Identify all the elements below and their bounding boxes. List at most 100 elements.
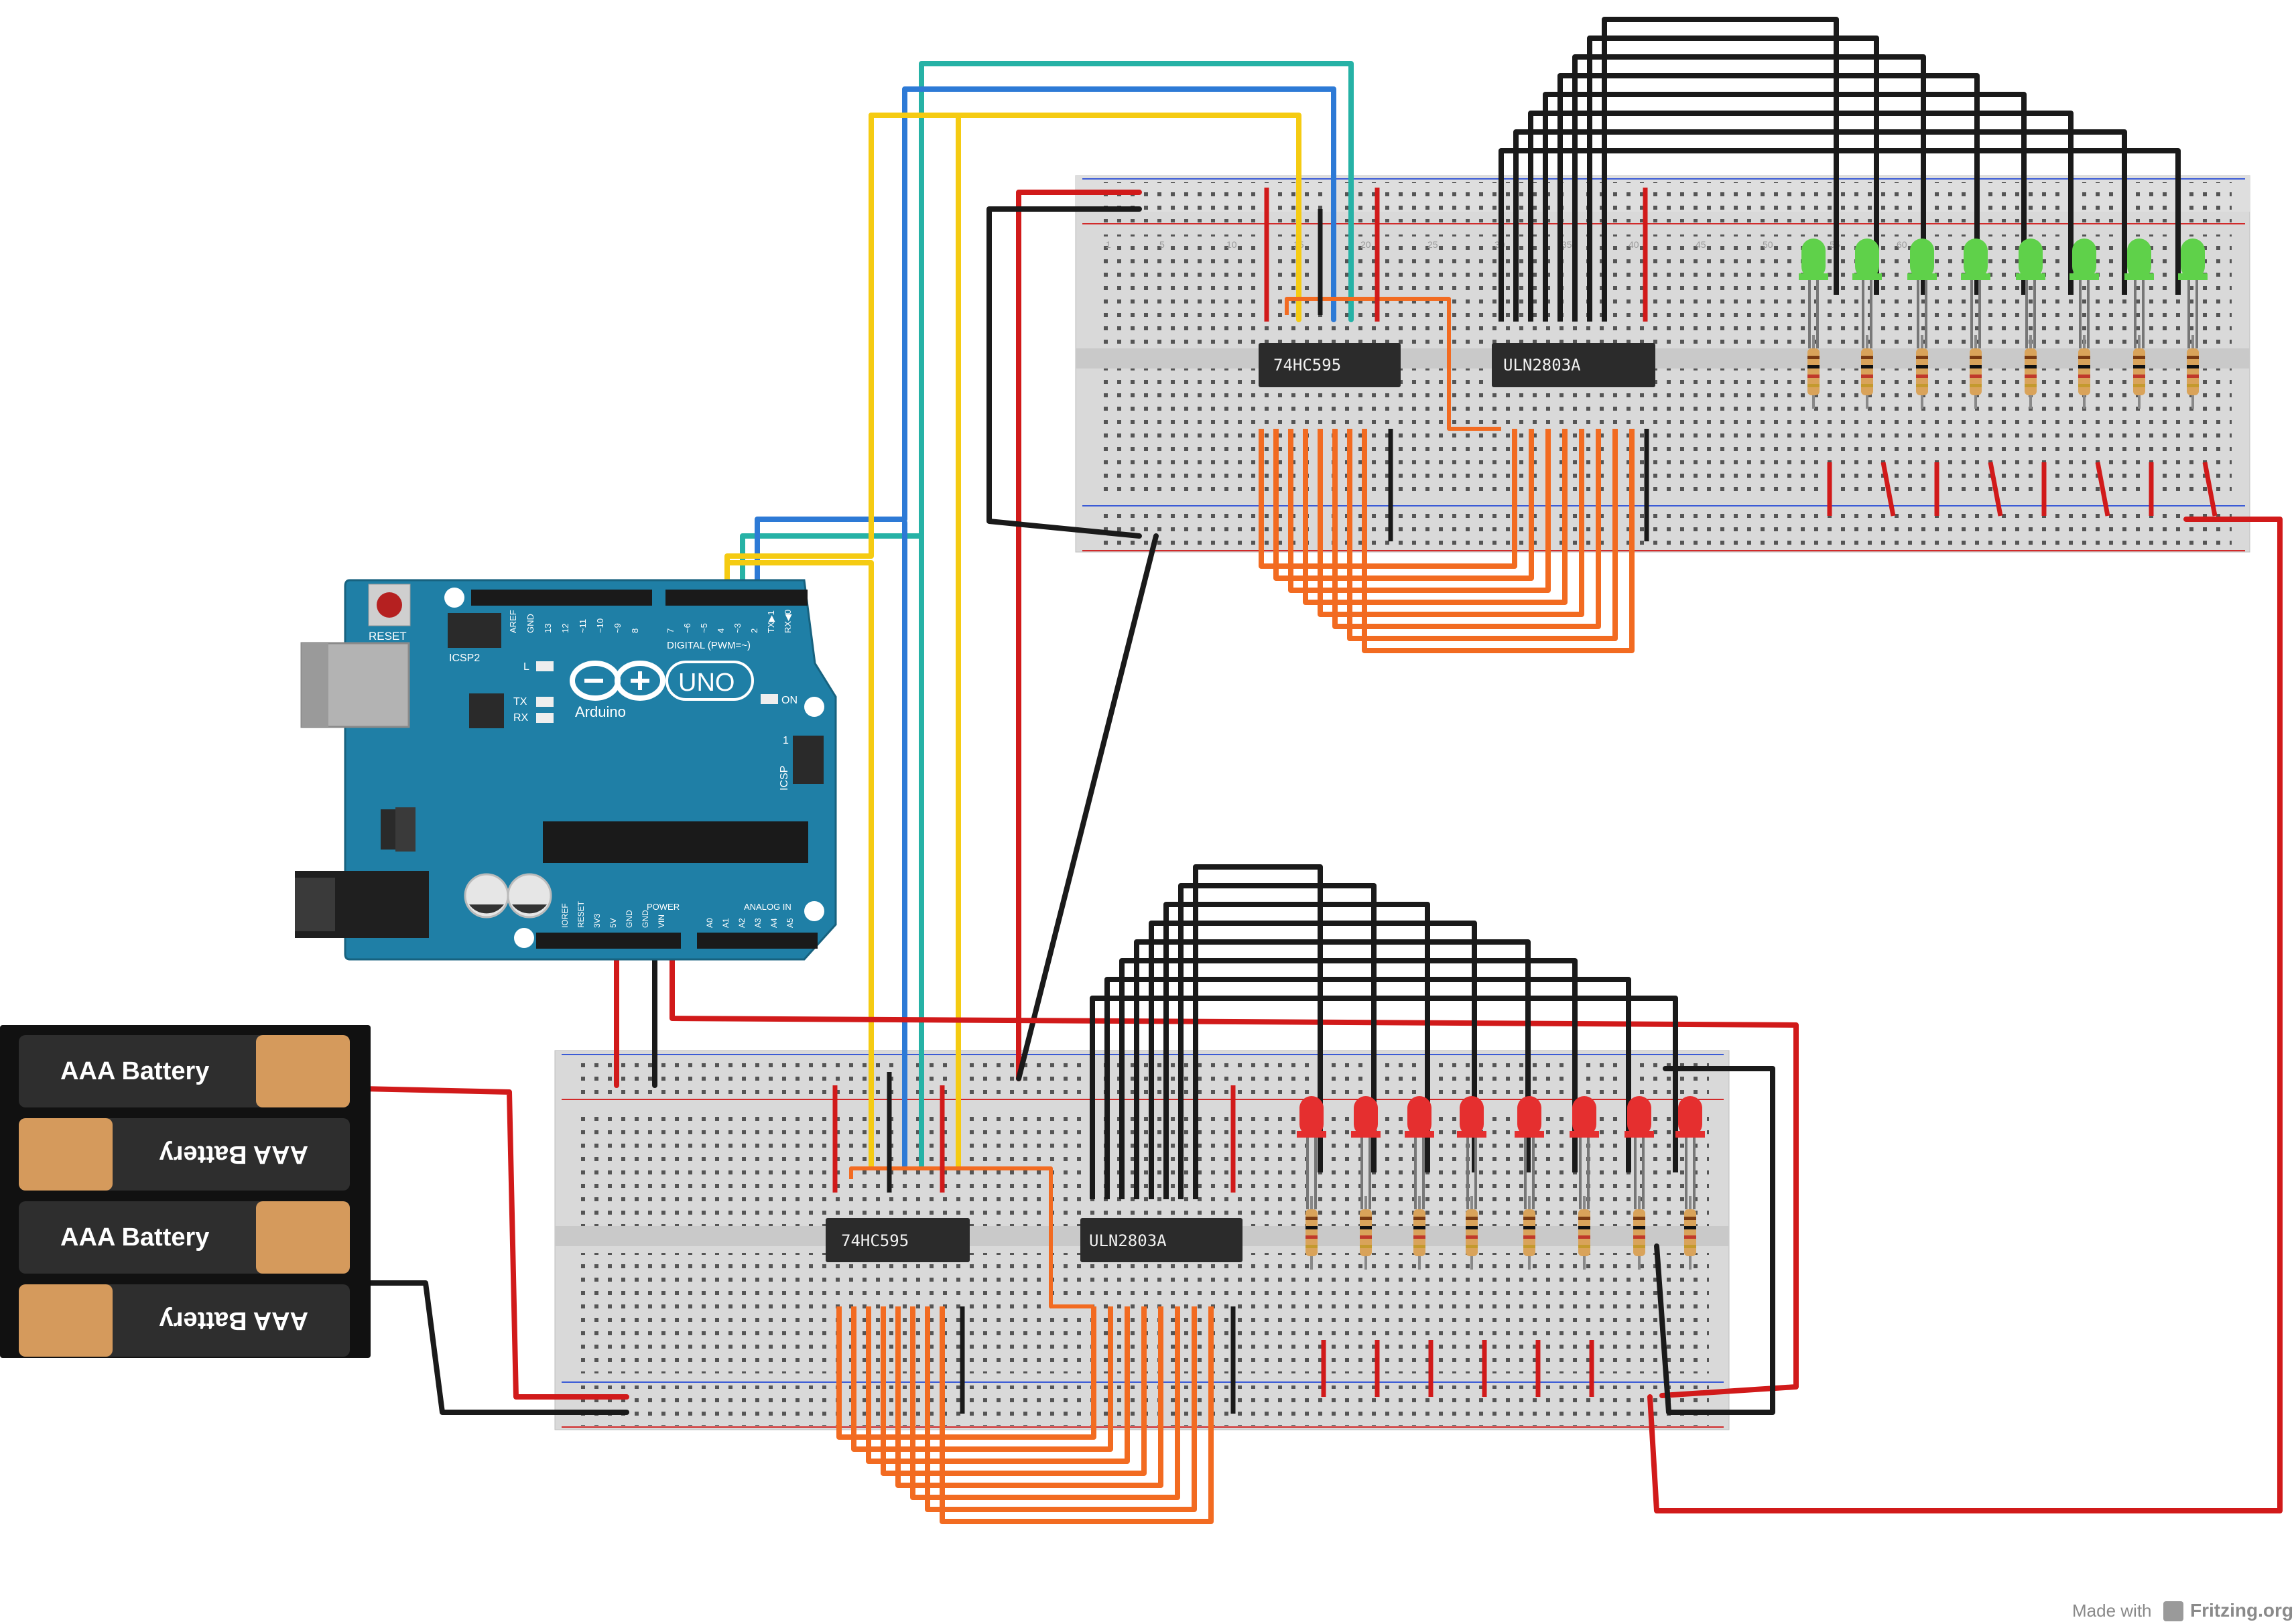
- battery-label: AAA Battery: [160, 1140, 308, 1168]
- column-number: 40: [1629, 239, 1639, 250]
- wire-red-power-top: [1016, 190, 1142, 1081]
- svg-text:ICSP: ICSP: [779, 766, 790, 791]
- svg-text:L: L: [523, 661, 529, 673]
- wire: [1303, 429, 1568, 605]
- resistor: [1807, 335, 1820, 409]
- digital-pin-label: ~10: [595, 618, 605, 633]
- wire: [1528, 111, 2074, 322]
- led-with-resistor: [1961, 239, 1990, 409]
- led-with-resistor: [1570, 1096, 1599, 1270]
- wire: [1149, 921, 1477, 1199]
- chip-74hc595-bottom: 74HC595: [826, 1218, 970, 1262]
- digital-pin-label: ~3: [732, 623, 743, 633]
- analog-pin-label: A4: [769, 918, 779, 928]
- svg-text:ON: ON: [781, 695, 798, 706]
- resistor: [1861, 335, 1873, 409]
- svg-text:74HC595: 74HC595: [841, 1231, 909, 1250]
- wire: [1513, 129, 2127, 322]
- wire: [1119, 958, 1578, 1199]
- wire-red-vin: [670, 932, 1799, 1398]
- column-number: 5: [1159, 239, 1165, 250]
- power-pin-label: GND: [641, 910, 650, 928]
- digital-pin-label: 8: [630, 628, 640, 633]
- wire: [866, 1306, 1130, 1464]
- wire: [1347, 429, 1618, 641]
- led: [1299, 1096, 1324, 1136]
- wire-black-power-top: [986, 206, 1142, 539]
- wire: [1602, 17, 1839, 322]
- arduino-logo: UNO Arduino: [570, 661, 754, 720]
- battery-cell: AAA Battery: [19, 1118, 350, 1191]
- column-number: 35: [1562, 239, 1572, 250]
- column-number: 1: [1106, 239, 1111, 250]
- battery-label: AAA Battery: [60, 1057, 209, 1085]
- svg-text:74HC595: 74HC595: [1273, 356, 1341, 375]
- power-pin-label: IOREF: [560, 903, 570, 928]
- wire: [910, 1306, 1180, 1500]
- svg-text:ULN2803A: ULN2803A: [1089, 1231, 1167, 1250]
- svg-text:ANALOG IN: ANALOG IN: [744, 902, 791, 912]
- svg-text:ICSP2: ICSP2: [449, 653, 480, 664]
- wire-fans: [836, 17, 2181, 1524]
- resistor: [2025, 335, 2037, 409]
- led-with-resistor: [2069, 239, 2099, 409]
- resistor: [1970, 335, 1982, 409]
- analog-pin-label: A3: [753, 918, 763, 928]
- column-number: 60: [1897, 239, 1907, 250]
- led-with-resistor: [2178, 239, 2208, 409]
- led: [1572, 1096, 1596, 1136]
- digital-pin-label: 13: [543, 624, 553, 633]
- wire: [836, 1306, 1096, 1440]
- wire-black-right: [1654, 1066, 1775, 1415]
- digital-pin-label: ~9: [613, 623, 623, 633]
- digital-pin-label: AREF: [508, 610, 518, 633]
- wire: [851, 1306, 1113, 1452]
- svg-text:TX: TX: [513, 696, 527, 707]
- led: [1678, 1096, 1702, 1136]
- wire: [1104, 977, 1631, 1199]
- power-pin-label: RESET: [576, 900, 586, 928]
- led-arrays: [832, 188, 2218, 1414]
- wire-red-battery: [359, 1086, 629, 1400]
- led-with-resistor: [1297, 1096, 1326, 1270]
- fritzing-footer: Made with Fritzing.org: [2072, 1600, 2293, 1621]
- led: [1407, 1096, 1431, 1136]
- power-pin-label: GND: [625, 910, 634, 928]
- svg-text:RESET: RESET: [369, 630, 407, 642]
- wire: [1273, 429, 1534, 581]
- svg-text:DIGITAL (PWM=~): DIGITAL (PWM=~): [667, 640, 751, 651]
- power-pin-label: 5V: [609, 918, 618, 928]
- svg-text:POWER: POWER: [647, 902, 680, 912]
- column-number: 45: [1696, 239, 1706, 250]
- chip-74hc595-top: 74HC595: [1259, 343, 1401, 387]
- column-number: 50: [1763, 239, 1773, 250]
- battery-cell: AAA Battery: [19, 1201, 350, 1274]
- svg-text:Made with: Made with: [2072, 1601, 2152, 1621]
- resistor: [2187, 335, 2199, 409]
- battery-cell: AAA Battery: [19, 1284, 350, 1357]
- wire: [1499, 148, 2181, 322]
- svg-text:ULN2803A: ULN2803A: [1503, 356, 1581, 375]
- digital-pin-label: 12: [560, 624, 570, 633]
- reset-button: [368, 584, 411, 626]
- wire: [1090, 996, 1678, 1199]
- wire: [1134, 939, 1531, 1199]
- led: [1910, 239, 1934, 279]
- resistor: [1466, 1196, 1478, 1270]
- resistor: [1305, 1196, 1318, 1270]
- analog-pin-label: A1: [721, 918, 730, 928]
- led: [1627, 1096, 1651, 1136]
- led-with-resistor: [1852, 239, 1882, 409]
- digital-pin-label: 4: [716, 628, 726, 633]
- digital-header-right: [665, 590, 808, 606]
- svg-text:UNO: UNO: [678, 669, 735, 697]
- resistor: [2133, 335, 2145, 409]
- led-with-resistor: [1405, 1096, 1434, 1270]
- svg-text:RX: RX: [513, 712, 529, 724]
- wire: [1572, 54, 1926, 322]
- led-with-resistor: [1457, 1096, 1486, 1270]
- wire: [940, 1306, 1214, 1524]
